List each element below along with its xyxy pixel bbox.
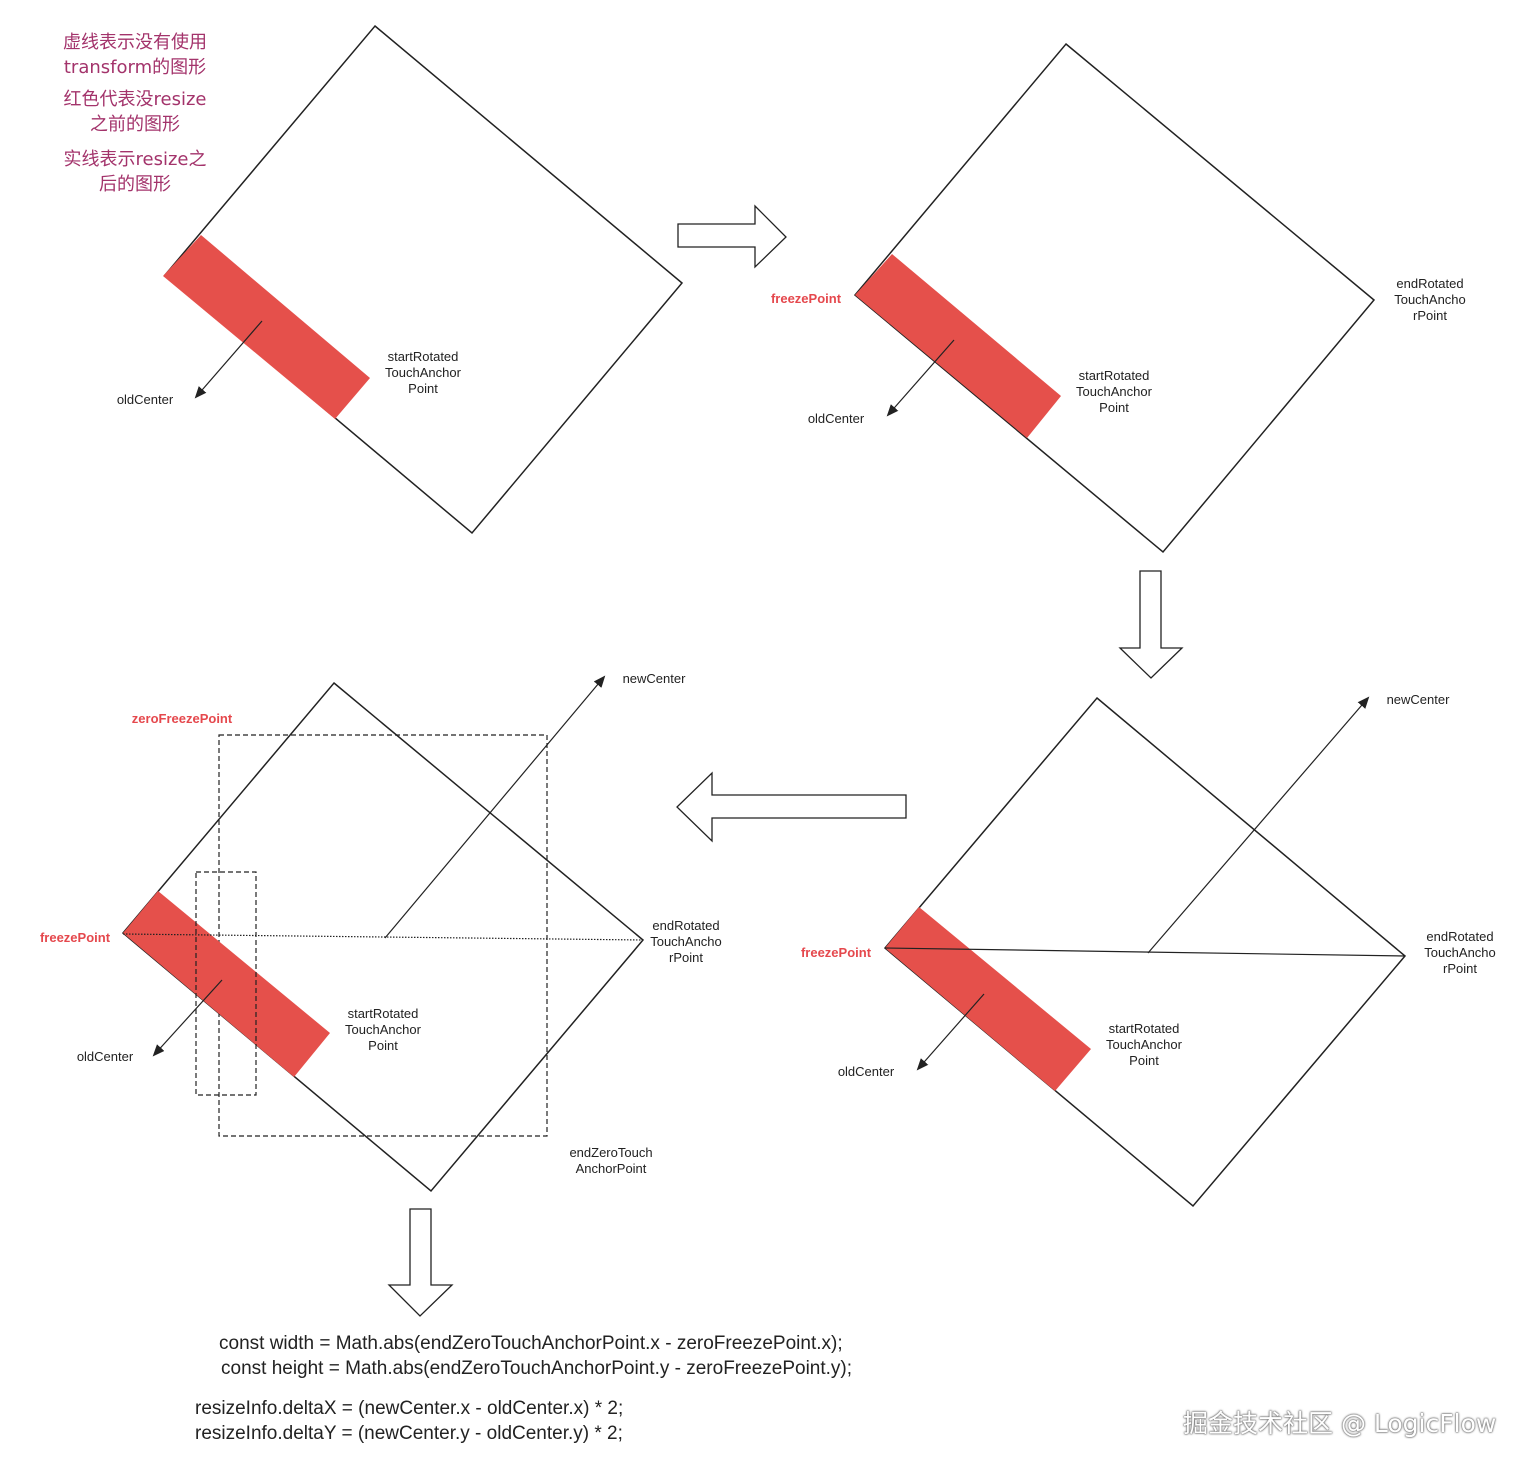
freeze-point-label: freezePoint	[770, 291, 842, 306]
panel-3	[883, 696, 1407, 1208]
watermark: 掘金技术社区 @ LogicFlow	[1183, 1409, 1497, 1438]
start-anchor-label: startRotated TouchAnchor Point	[345, 1006, 421, 1053]
new-center-label: newCenter	[1386, 692, 1450, 707]
panel-1	[163, 24, 684, 535]
panel-4	[121, 675, 645, 1193]
rotated-rect-solid	[163, 24, 684, 535]
code-deltay-line: resizeInfo.deltaY = (newCenter.y - oldCe…	[195, 1423, 623, 1444]
dashed-zero-rect-small	[195, 871, 257, 1096]
freeze-point-label: freezePoint	[800, 945, 872, 960]
new-center-arrow	[384, 675, 606, 939]
old-center-arrow	[886, 339, 955, 417]
legend-dashed-text: 虚线表示没有使用 transform的图形	[63, 32, 207, 78]
start-anchor-label: startRotated TouchAnchor Point	[1106, 1021, 1182, 1068]
flow-arrow-down-2	[387, 1208, 454, 1317]
freeze-diagonal-line	[122, 933, 644, 941]
end-zero-anchor-label: endZeroTouch AnchorPoint	[569, 1145, 653, 1176]
end-anchor-label: endRotated TouchAncho rPoint	[650, 918, 722, 965]
end-anchor-label: endRotated TouchAncho rPoint	[1394, 276, 1466, 323]
red-original-rect	[885, 907, 1091, 1091]
old-center-label: oldCenter	[76, 1049, 134, 1064]
flow-arrow-right	[677, 204, 787, 269]
red-original-rect	[163, 235, 370, 419]
start-anchor-label: startRotated TouchAnchor Point	[1076, 368, 1152, 415]
flow-arrow-down	[1118, 570, 1184, 679]
new-center-arrow	[1147, 696, 1370, 954]
zero-freeze-point-label: zeroFreezePoint	[131, 711, 233, 726]
legend-solid-text: 实线表示resize之 后的图形	[63, 149, 207, 195]
red-original-rect	[855, 254, 1061, 438]
new-center-label: newCenter	[622, 671, 686, 686]
old-center-label: oldCenter	[837, 1064, 895, 1079]
old-center-arrow	[916, 993, 985, 1071]
start-anchor-label: startRotated TouchAnchor Point	[385, 349, 461, 396]
code-height-line: const height = Math.abs(endZeroTouchAnch…	[221, 1358, 853, 1379]
old-center-label: oldCenter	[807, 411, 865, 426]
rotated-rect-solid	[121, 681, 645, 1193]
old-center-arrow	[152, 979, 223, 1057]
flow-arrow-left	[676, 771, 907, 843]
old-center-arrow	[194, 320, 263, 399]
rotated-rect-solid	[883, 696, 1407, 1208]
red-original-rect	[123, 891, 330, 1077]
code-width-line: const width = Math.abs(endZeroTouchAncho…	[219, 1333, 843, 1354]
old-center-label: oldCenter	[116, 392, 174, 407]
end-anchor-label: endRotated TouchAncho rPoint	[1424, 929, 1496, 976]
code-deltax-line: resizeInfo.deltaX = (newCenter.x - oldCe…	[195, 1398, 624, 1419]
freeze-point-label: freezePoint	[39, 930, 111, 945]
freeze-diagonal-line	[884, 947, 1406, 957]
rotated-rect-solid	[853, 42, 1376, 554]
panel-2	[853, 42, 1376, 554]
legend-red-text: 红色代表没resize 之前的图形	[63, 89, 207, 135]
